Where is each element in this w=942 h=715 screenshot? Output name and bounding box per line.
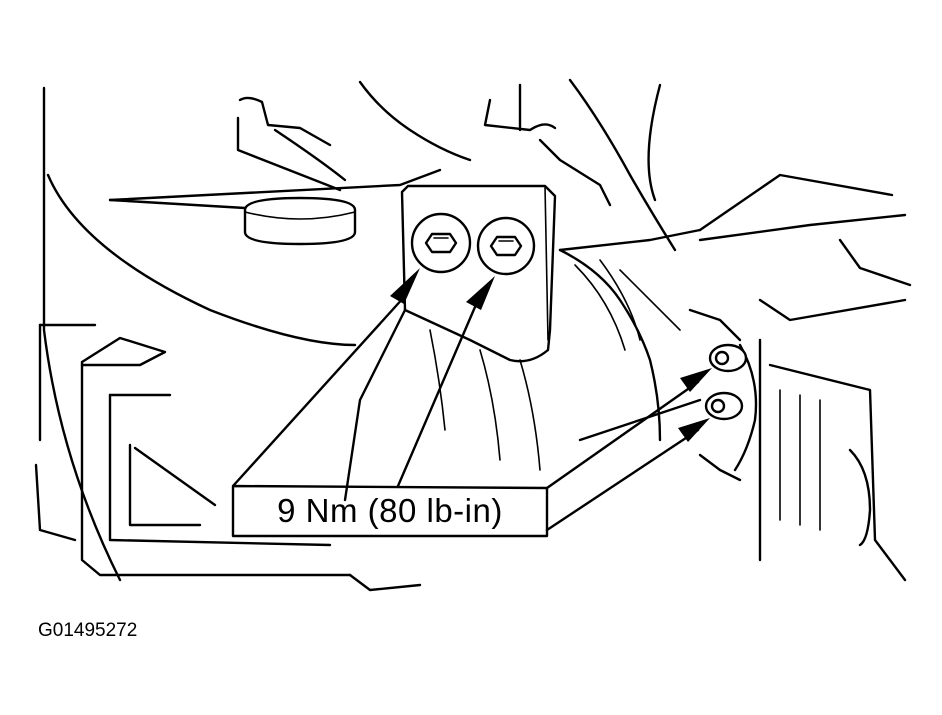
arrow-icon [466, 276, 495, 310]
nut-lower [704, 391, 744, 421]
callout-arrows [390, 268, 712, 442]
hex-bolt-icon [489, 235, 523, 257]
right-housing [733, 338, 907, 582]
background-structure [42, 78, 912, 582]
torque-spec-label: 9 Nm (80 lb-in) [277, 492, 503, 529]
arrow-icon [390, 268, 420, 304]
bolt-upper-right [476, 216, 536, 276]
callout-leaders [231, 295, 700, 538]
lower-frame [34, 323, 422, 592]
arrow-icon [680, 368, 712, 392]
nut-icon [710, 398, 726, 414]
nut-upper [708, 343, 748, 373]
figure-id: G01495272 [38, 620, 138, 641]
nut-icon [714, 350, 730, 366]
bolt-upper-left [410, 212, 472, 274]
hex-bolt-icon [424, 232, 458, 254]
grommet [243, 196, 357, 246]
arrow-icon [678, 418, 710, 442]
